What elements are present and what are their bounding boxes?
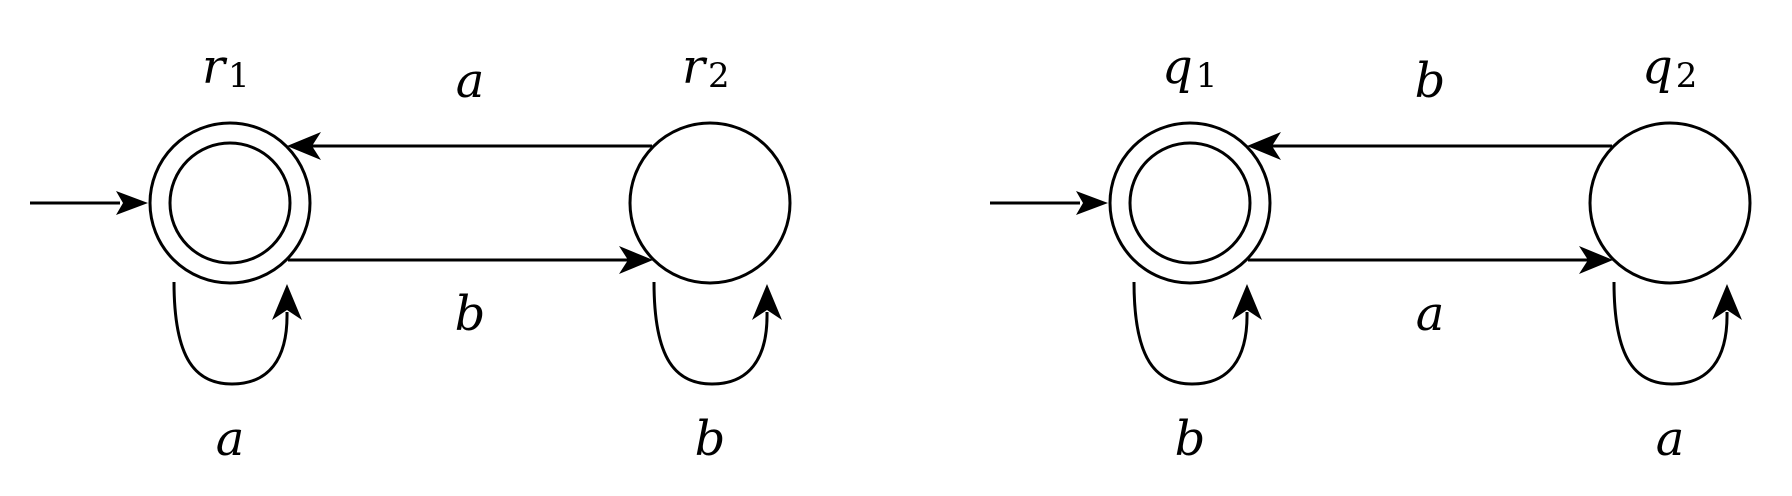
self-loop-label-q2: a xyxy=(1656,411,1685,467)
state-q1 xyxy=(1108,121,1272,285)
transition-r1-to-r2 xyxy=(288,246,653,274)
automaton-r: r1 r2 a b a b xyxy=(30,39,792,467)
state-label-r2: r2 xyxy=(682,39,730,96)
transition-label-r1-to-r2: b xyxy=(455,286,486,342)
state-label-r1: r1 xyxy=(202,39,250,96)
start-arrow xyxy=(30,191,148,215)
transition-label-q2-to-q1: b xyxy=(1415,53,1446,109)
state-r2 xyxy=(628,121,792,285)
transition-q2-to-q1 xyxy=(1247,132,1612,160)
state-r1 xyxy=(148,121,312,285)
state-label-q2: q2 xyxy=(1642,39,1697,96)
automaton-q: q1 q2 b a b a xyxy=(990,39,1752,467)
self-loop-r1 xyxy=(172,281,302,386)
transition-label-q1-to-q2: a xyxy=(1416,286,1445,342)
self-loop-q1 xyxy=(1132,281,1262,386)
self-loop-label-q1: b xyxy=(1175,411,1206,467)
self-loop-q2 xyxy=(1612,281,1742,386)
transition-r2-to-r1 xyxy=(287,132,652,160)
self-loop-r2 xyxy=(652,281,782,386)
self-loop-label-r2: b xyxy=(695,411,726,467)
transition-q1-to-q2 xyxy=(1248,246,1613,274)
state-label-q1: q1 xyxy=(1162,39,1217,96)
state-q2 xyxy=(1588,121,1752,285)
transition-label-r2-to-r1: a xyxy=(456,53,485,109)
start-arrow xyxy=(990,191,1108,215)
self-loop-label-r1: a xyxy=(216,411,245,467)
